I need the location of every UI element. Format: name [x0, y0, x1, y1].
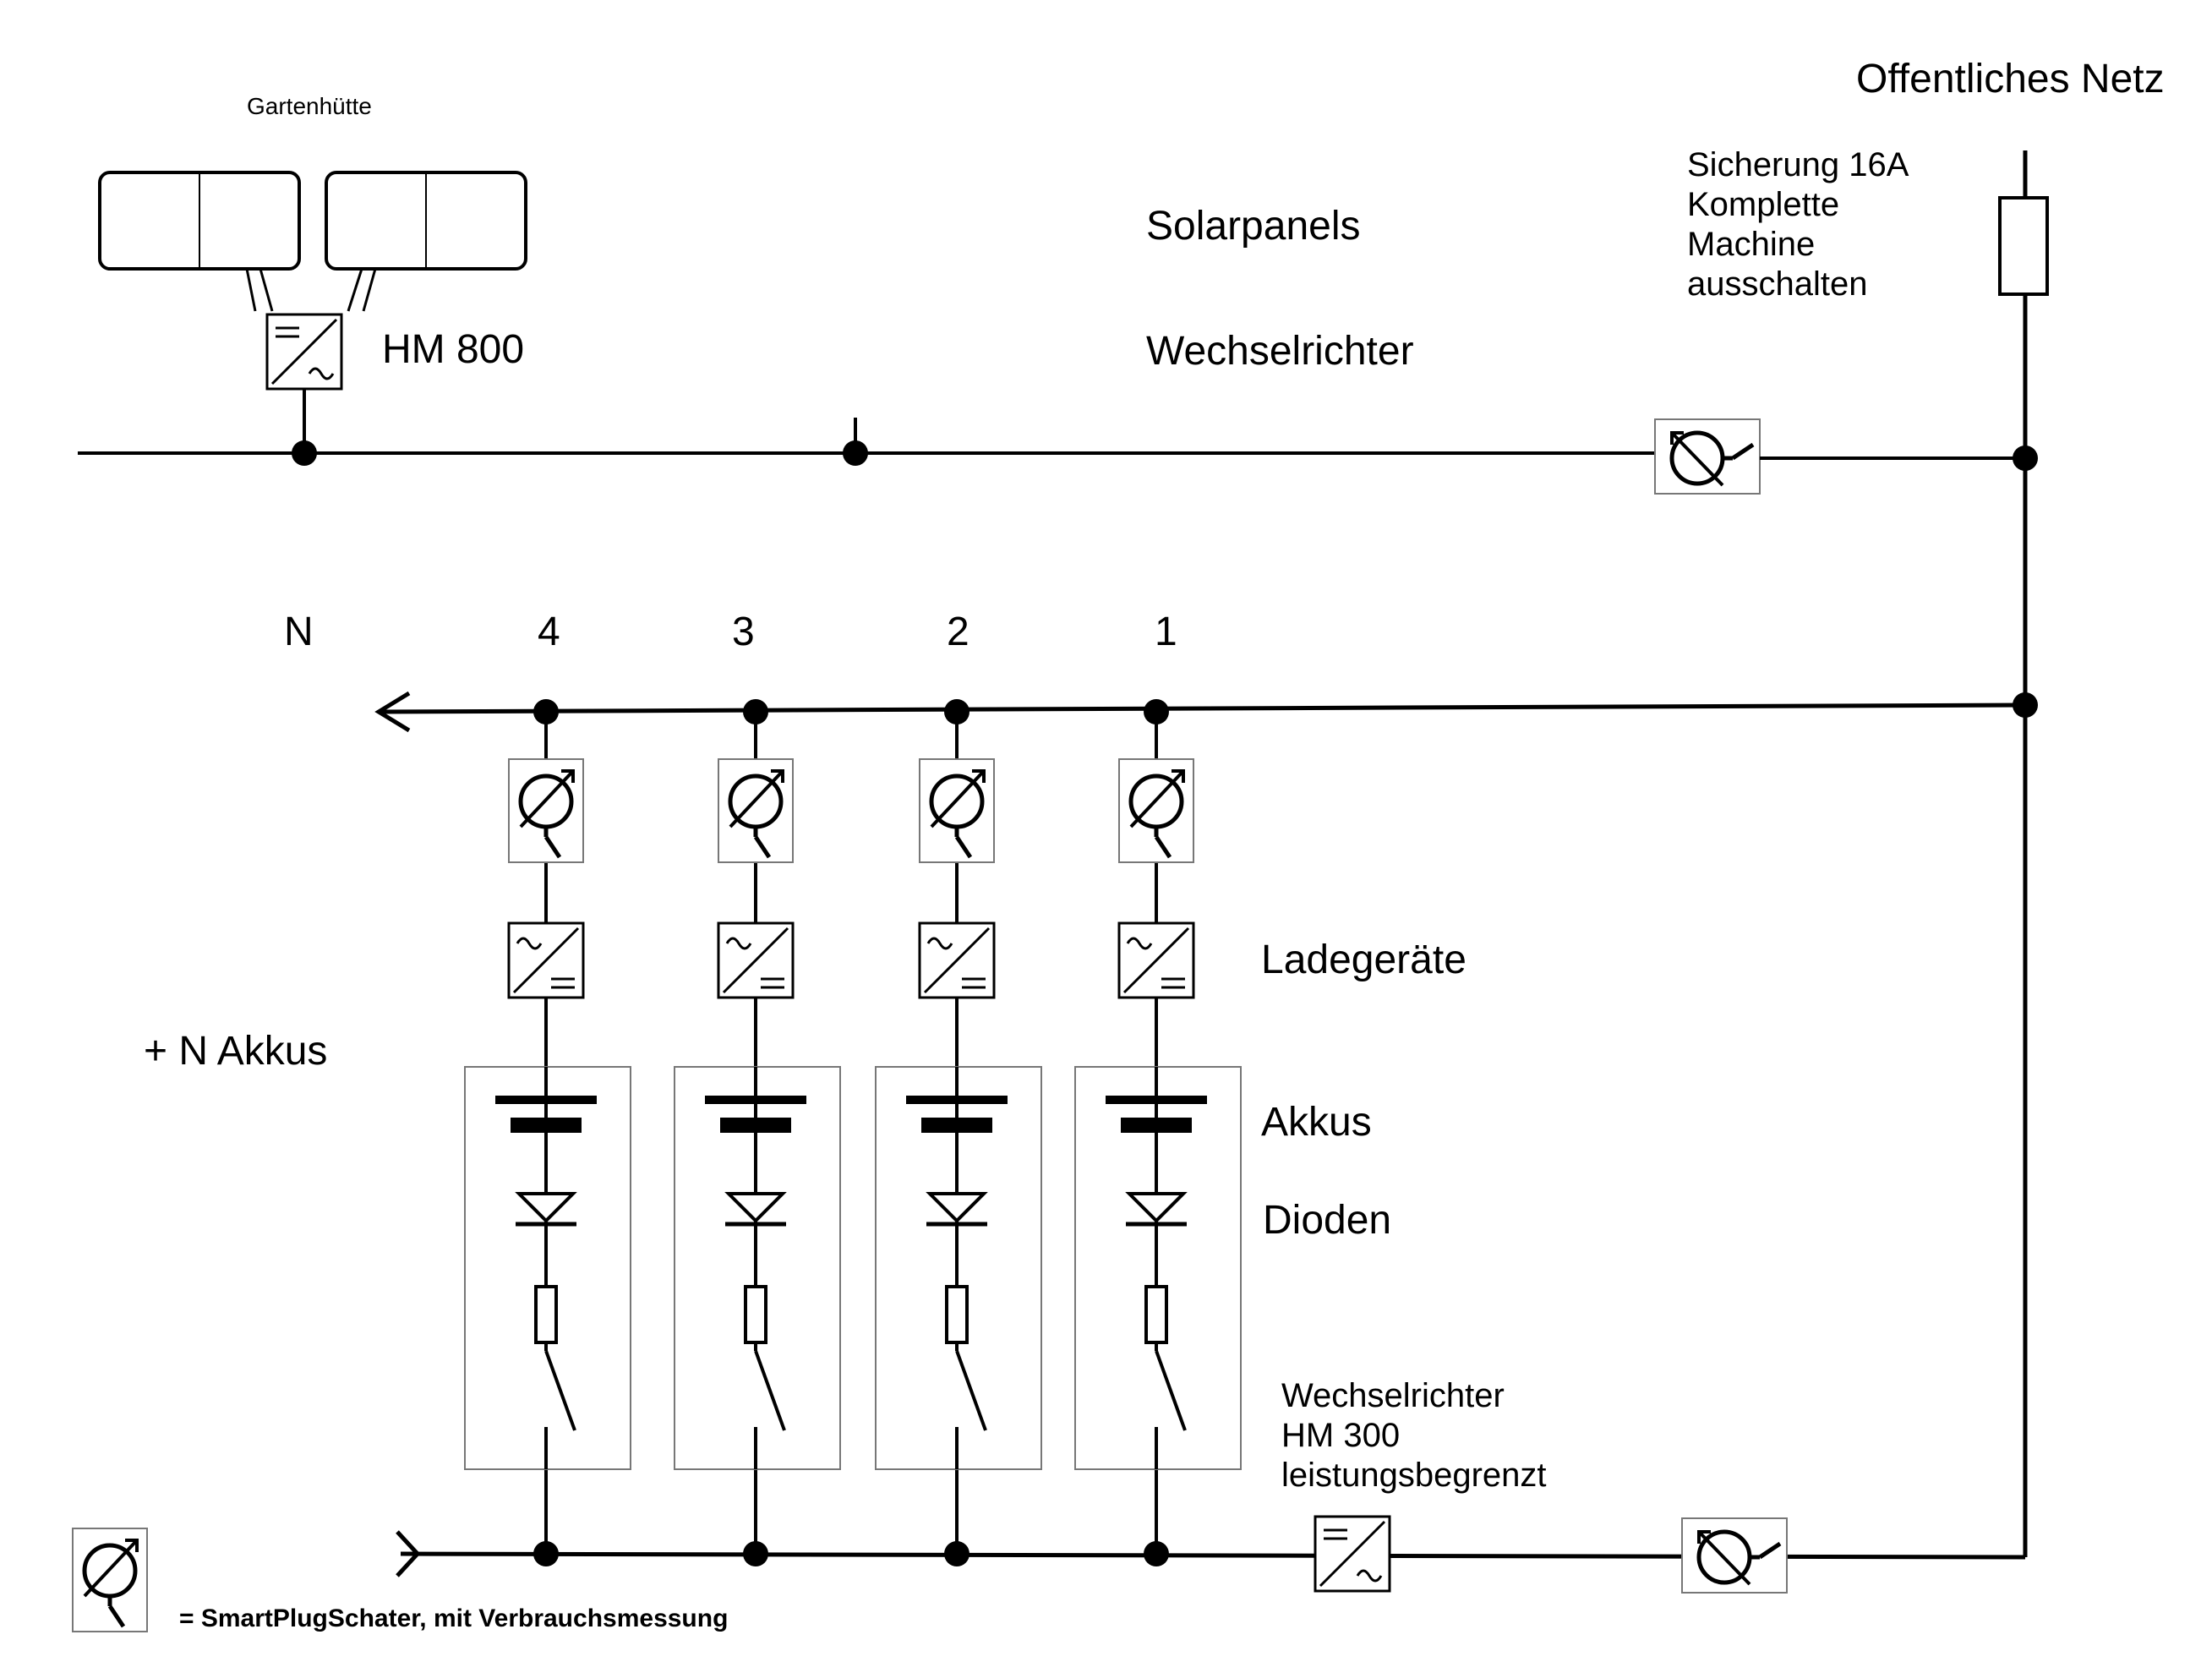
diode-icon-1: [1125, 1192, 1188, 1223]
junction-dot: [944, 1541, 969, 1566]
smartplug-icon-4: [509, 759, 583, 862]
ac-bus-line: [378, 703, 2026, 714]
resistor-icon-4: [534, 1285, 558, 1344]
charger-icon-4: [507, 921, 585, 999]
smartplug-icon-1: [1119, 759, 1193, 862]
diode-icon-2: [926, 1192, 988, 1223]
public-grid-label: Offentliches Netz: [1856, 57, 2165, 101]
junction-dot: [2013, 692, 2038, 718]
junction-dot: [533, 699, 559, 724]
junction-dot: [743, 699, 768, 724]
diodes-label: Dioden: [1263, 1198, 1392, 1243]
junction-dot: [843, 440, 868, 466]
battery-plate-short-3: [720, 1118, 791, 1133]
junction-dot: [1144, 1541, 1169, 1566]
battery-plate-long-2: [906, 1096, 1008, 1104]
battery-plate-short-1: [1121, 1118, 1192, 1133]
resistor-icon-2: [945, 1285, 969, 1344]
chargers-label: Ladegeräte: [1261, 938, 1466, 982]
battery-plate-short-2: [921, 1118, 992, 1133]
junction-dot: [944, 699, 969, 724]
branch-number-2: 2: [947, 610, 969, 654]
plus-n-batteries-label: + N Akkus: [144, 1029, 328, 1074]
resistor-icon-1: [1144, 1285, 1168, 1344]
neutral-label: N: [284, 610, 314, 654]
legend-label: = SmartPlugSchater, mit Verbrauchsmessun…: [179, 1605, 729, 1632]
legend-smartplug-icon: [73, 1528, 147, 1632]
grid-smartplug-top-icon: [1655, 419, 1760, 494]
charger-icon-1: [1117, 921, 1195, 999]
garden-shed-label: Gartenhütte: [247, 93, 372, 119]
battery-plate-long-4: [495, 1096, 597, 1104]
branch-number-1: 1: [1155, 610, 1177, 654]
diode-icon-3: [724, 1192, 787, 1223]
resistor-icon-3: [744, 1285, 767, 1344]
switch-icon-3: [754, 1350, 786, 1431]
charger-icon-2: [918, 921, 996, 999]
charger-icon-3: [717, 921, 795, 999]
switch-icon-4: [544, 1350, 576, 1431]
junction-dot: [1144, 699, 1169, 724]
batteries-label: Akkus: [1261, 1100, 1372, 1145]
panel-cables: [245, 268, 377, 312]
switch-icon-1: [1155, 1350, 1187, 1431]
junction-dot: [533, 1541, 559, 1566]
fuse-label: Sicherung 16A Komplette Machine ausschal…: [1687, 146, 1909, 303]
battery-plate-short-4: [511, 1118, 582, 1133]
bus-arrow-left-icon: [374, 691, 411, 733]
bus-arrow-right-icon: [396, 1530, 421, 1577]
branch-number-4: 4: [538, 610, 560, 654]
solar-panel-left: [98, 171, 301, 271]
junction-dot: [743, 1541, 768, 1566]
inverter-hm300-icon: [1314, 1515, 1391, 1593]
grid-smartplug-bottom-icon: [1682, 1518, 1787, 1593]
inverter-main-label: Wechselrichter: [1146, 329, 1414, 374]
junction-dot: [292, 440, 317, 466]
smartplug-icon-3: [718, 759, 793, 862]
solar-panels-label: Solarpanels: [1146, 204, 1361, 249]
solar-panel-right: [325, 171, 527, 271]
battery-plate-long-1: [1106, 1096, 1207, 1104]
switch-icon-2: [955, 1350, 987, 1431]
branch-number-3: 3: [732, 610, 755, 654]
hm800-label: HM 800: [382, 327, 525, 372]
inverter-hm800-icon: [265, 313, 343, 391]
battery-plate-long-3: [705, 1096, 806, 1104]
inverter-hm300-label: Wechselrichter HM 300 leistungsbegrenzt: [1281, 1377, 1547, 1494]
smartplug-icon-2: [920, 759, 994, 862]
fuse-16a: [1998, 196, 2049, 296]
diode-icon-4: [515, 1192, 577, 1223]
